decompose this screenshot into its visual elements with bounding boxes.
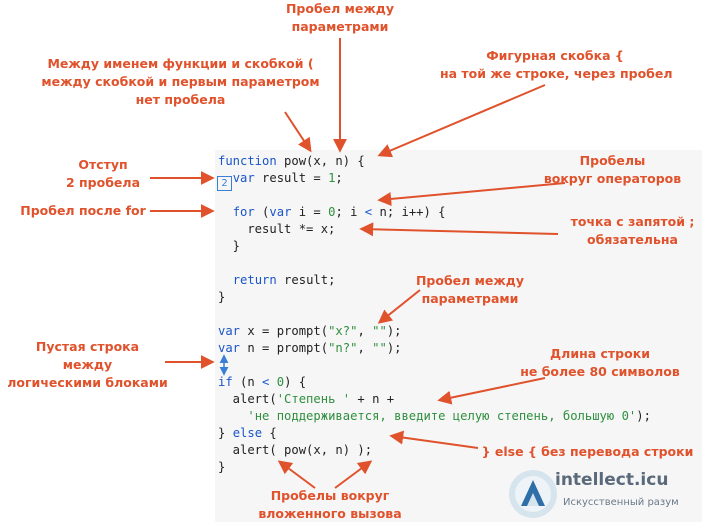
code-token: ;	[335, 171, 343, 185]
code-token: n = prompt(	[240, 341, 329, 355]
code-token: if	[218, 375, 233, 389]
code-token: ""	[372, 324, 387, 338]
code-token: (	[254, 205, 270, 219]
code-token: ; i	[335, 205, 365, 219]
code-line: var x = prompt("x?", "");	[218, 324, 402, 338]
note-semicolon: точка с запятой ; обязательна	[570, 214, 695, 247]
note-func-name-paren: Между именем функции и скобкой ( между с…	[41, 56, 320, 107]
code-line: var n = prompt("n?", "");	[218, 341, 402, 355]
code-token: 'Степень '	[276, 392, 351, 406]
code-token: }	[218, 426, 233, 440]
code-token: ,	[357, 341, 373, 355]
code-token: n; i++) {	[372, 205, 446, 219]
code-line: var result = 1;	[218, 171, 343, 185]
code-token: alert( pow(x, n) );	[218, 443, 373, 457]
code-token: <	[364, 205, 373, 219]
code-line: }	[218, 460, 225, 474]
code-token: + n +	[350, 392, 395, 406]
code-token: );	[636, 409, 651, 423]
note-space-after-for: Пробел после for	[20, 203, 146, 218]
code-token: 0	[328, 205, 336, 219]
code-line: function pow(x, n) {	[218, 154, 365, 168]
code-line: for (var i = 0; i < n; i++) {	[218, 205, 446, 219]
code-token: ,	[357, 324, 373, 338]
code-token: var	[218, 341, 241, 355]
code-token: 1	[328, 171, 336, 185]
note-space-between-params-mid: Пробел между параметрами	[415, 273, 525, 306]
code-token: }	[218, 290, 226, 304]
arrow-brace	[377, 84, 546, 158]
code-token: );	[386, 341, 402, 355]
code-token: }	[218, 460, 226, 474]
code-token: "x?"	[328, 324, 358, 338]
code-token: "n?"	[328, 341, 358, 355]
note-nested-call: Пробелы вокруг вложенного вызова	[258, 488, 402, 521]
code-token: x = prompt(	[240, 324, 329, 338]
code-token: result =	[254, 171, 329, 185]
code-token	[218, 205, 233, 219]
code-token: ""	[372, 341, 387, 355]
code-line: alert( pow(x, n) );	[218, 443, 372, 457]
code-panel	[215, 150, 702, 522]
note-else-brace: } else { без перевода строки	[481, 444, 694, 459]
code-token: return	[232, 273, 277, 287]
code-token: var	[269, 205, 292, 219]
code-token: ) {	[284, 375, 307, 389]
logo-name: intellect.icu	[555, 470, 669, 490]
code-line: }	[218, 290, 225, 304]
logo-tagline: Искусственный разум	[563, 497, 679, 508]
code-line: if (n < 0) {	[218, 375, 306, 389]
code-line: } else {	[218, 426, 277, 440]
note-spaces-operators: Пробелы вокруг операторов	[543, 153, 682, 186]
code-token: function	[218, 154, 277, 168]
code-token: 0	[276, 375, 285, 389]
note-empty-line: Пустая строка между логическими блоками	[7, 339, 168, 390]
code-line: }	[218, 239, 240, 253]
code-token: i =	[291, 205, 329, 219]
code-token: 'не поддерживается, введите целую степен…	[247, 409, 637, 423]
code-line: result *= x;	[218, 222, 335, 236]
code-token: pow(x, n) {	[276, 154, 365, 168]
code-token: else	[232, 426, 263, 440]
note-line-length: Длина строки не более 80 символов	[520, 346, 680, 379]
code-line: 'не поддерживается, введите целую степен…	[218, 409, 651, 423]
code-line: return result;	[218, 273, 336, 287]
note-brace-same-line: Фигурная скобка { на той же строке, чере…	[440, 48, 673, 81]
code-token	[269, 375, 276, 389]
code-token: <	[262, 375, 270, 389]
code-token: );	[386, 324, 402, 338]
code-token: var	[232, 171, 255, 185]
logo-graphic	[509, 470, 557, 518]
note-space-between-params-top: Пробел между параметрами	[285, 1, 395, 34]
code-token: for	[232, 205, 255, 219]
code-token: }	[218, 239, 241, 253]
code-token	[218, 273, 233, 287]
code-token: var	[218, 324, 241, 338]
indent-marker: 2	[217, 176, 232, 191]
code-token: result;	[276, 273, 336, 287]
code-token: {	[262, 426, 277, 440]
note-indent: Отступ 2 пробела	[65, 157, 141, 190]
code-token	[218, 171, 233, 185]
arrow-func-paren	[284, 111, 312, 153]
code-token: result *= x;	[218, 222, 336, 236]
code-token: (n	[232, 375, 263, 389]
code-line: alert('Степень ' + n +	[218, 392, 394, 406]
code-token: alert(	[218, 392, 277, 406]
code-token	[218, 409, 247, 423]
